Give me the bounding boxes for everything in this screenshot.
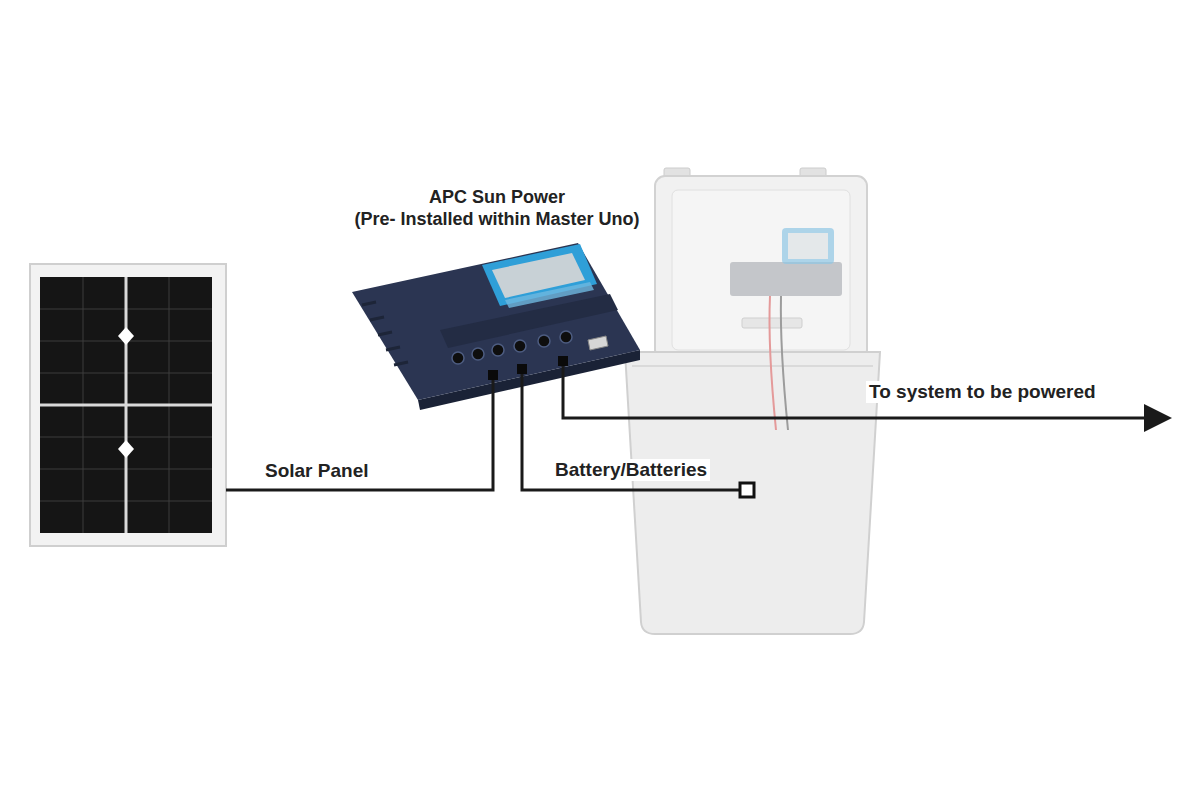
- wire-label: Solar Panel: [262, 460, 372, 482]
- wire-label: To system to be powered: [866, 381, 1099, 403]
- wires: [226, 366, 1147, 490]
- product-title: APC Sun Power: [426, 186, 568, 208]
- battery-terminal-mark: [740, 483, 754, 497]
- product-subtitle: (Pre- Installed within Master Uno): [351, 208, 642, 230]
- battery-box-picture: [625, 168, 880, 634]
- wire-label: Battery/Batteries: [552, 459, 710, 481]
- charge-controller-picture: [352, 243, 640, 410]
- solar-panel-picture: [30, 264, 226, 546]
- arrowhead: [1144, 404, 1172, 432]
